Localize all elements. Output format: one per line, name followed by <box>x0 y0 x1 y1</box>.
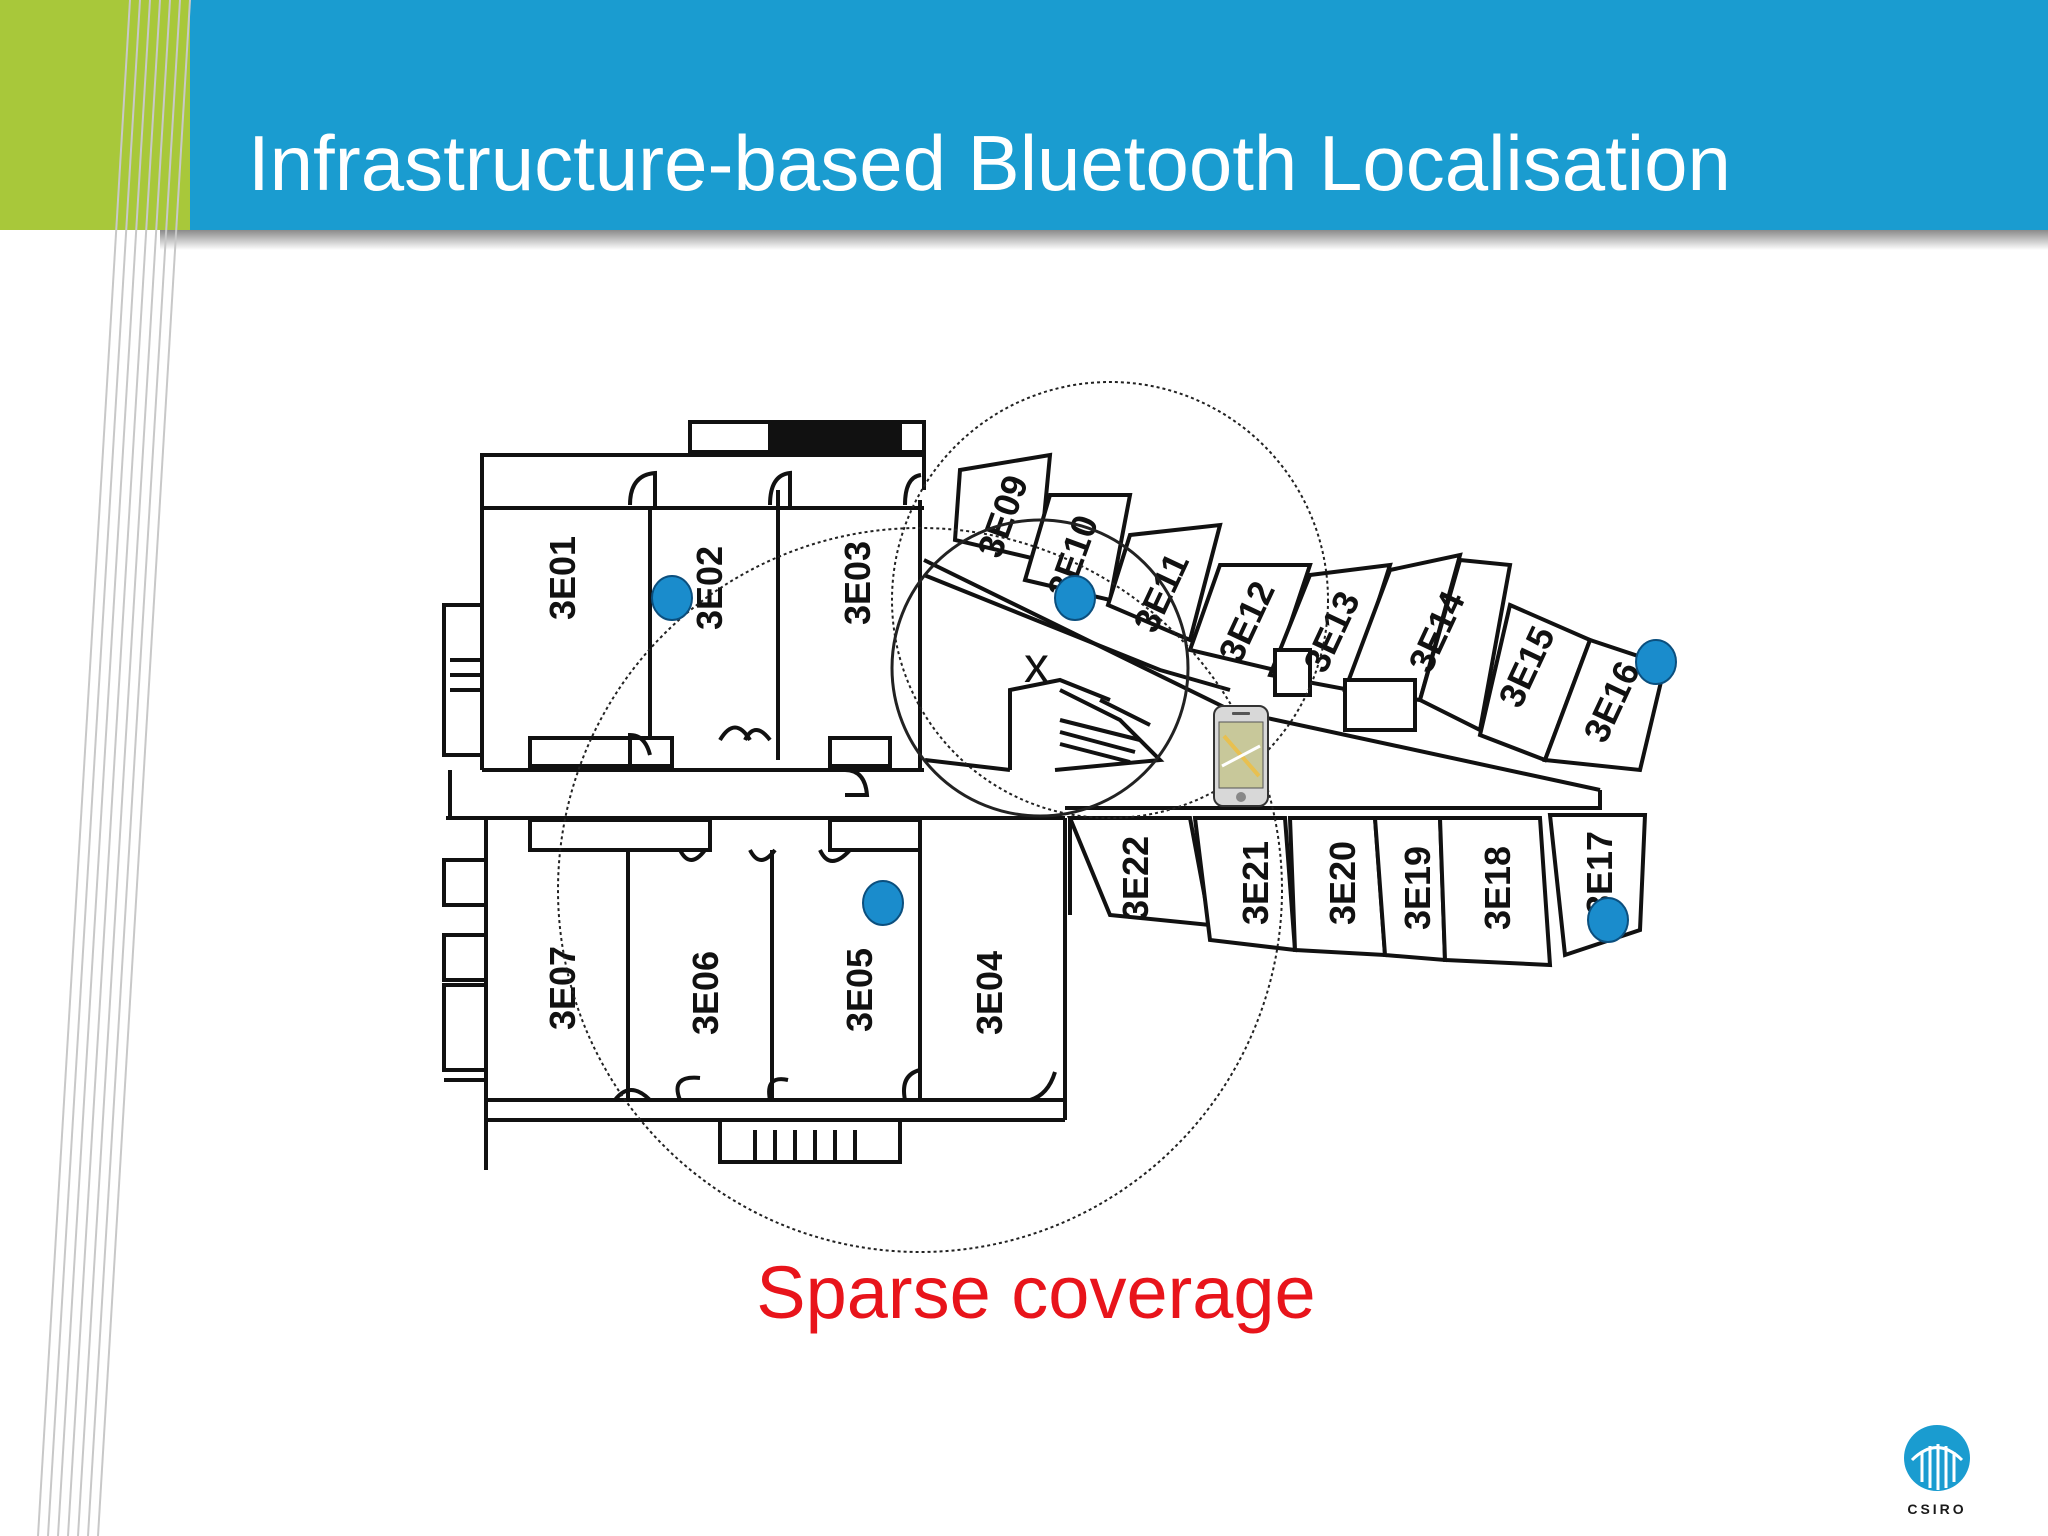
csiro-logo-text: CSIRO <box>1907 1501 1966 1517</box>
room-labels: 3E01 3E02 3E03 3E09 3E10 3E11 3E12 3E13 … <box>542 470 1648 1035</box>
bluetooth-beacon-3e05 <box>862 880 904 926</box>
room-label: 3E05 <box>839 948 880 1032</box>
estimate-marker: x <box>1024 637 1049 693</box>
csiro-logo: CSIRO <box>1904 1425 1970 1517</box>
room-label: 3E04 <box>969 951 1010 1035</box>
room-label: 3E22 <box>1115 836 1156 920</box>
room-label: 3E07 <box>542 946 583 1030</box>
room-label: 3E06 <box>685 951 726 1035</box>
room-label: 3E21 <box>1235 841 1276 925</box>
slide-caption: Sparse coverage <box>756 1251 1316 1334</box>
bluetooth-beacon-3e17 <box>1587 897 1629 943</box>
building-walls <box>442 420 1668 1170</box>
bluetooth-beacon-3e10 <box>1054 575 1096 621</box>
smartphone-icon <box>1213 705 1269 807</box>
decorative-stripes <box>37 0 191 1536</box>
bluetooth-beacon-3e16 <box>1635 639 1677 685</box>
room-label: 3E02 <box>689 546 730 630</box>
room-label: 3E01 <box>542 536 583 620</box>
estimate-uncertainty-circle <box>890 518 1190 818</box>
coverage-circles <box>557 381 1329 1253</box>
header-shadow <box>160 230 2048 250</box>
room-label: 3E18 <box>1477 846 1518 930</box>
room-label: 3E03 <box>837 541 878 625</box>
room-label: 3E20 <box>1322 841 1363 925</box>
slide-title: Infrastructure-based Bluetooth Localisat… <box>248 119 1731 207</box>
room-label: 3E19 <box>1397 846 1438 930</box>
slide-header-bar <box>0 0 2048 230</box>
coverage-range-upper <box>891 381 1329 819</box>
coverage-range-large <box>557 527 1283 1253</box>
bluetooth-beacon-3e02 <box>651 575 693 621</box>
beacons <box>651 575 1677 943</box>
